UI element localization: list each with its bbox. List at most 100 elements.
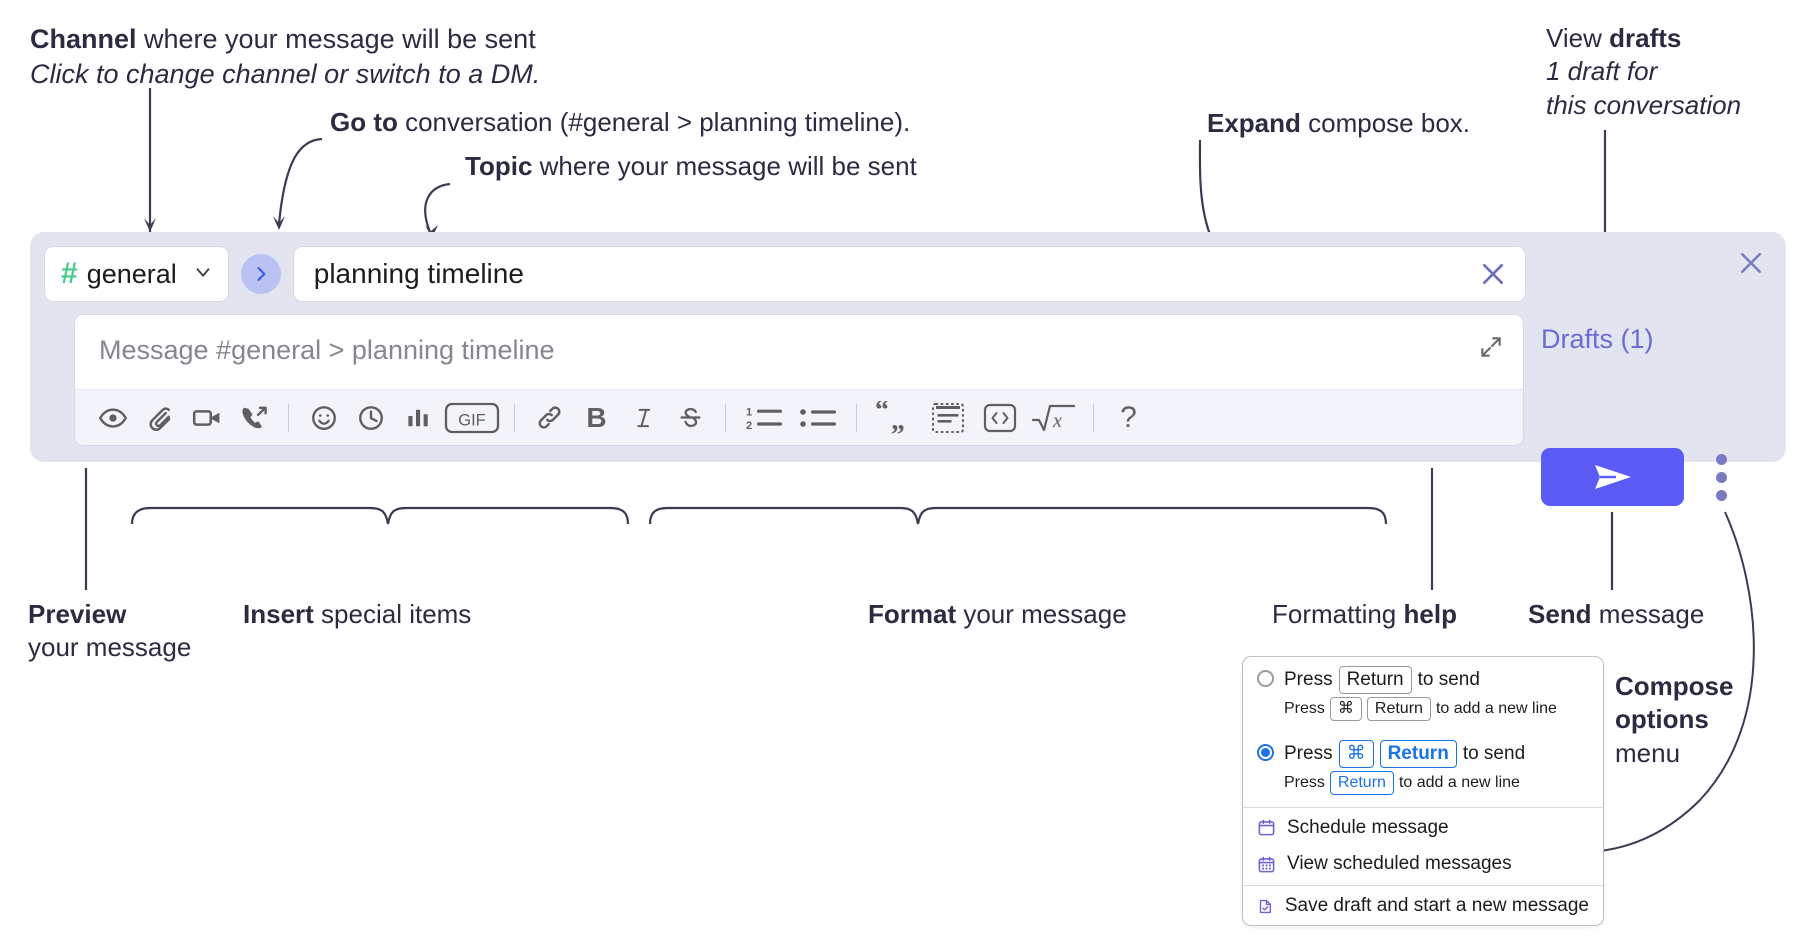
- calendar-icon: [1258, 819, 1275, 836]
- channel-select-button[interactable]: # general: [44, 246, 229, 302]
- annotation-compose-bold2: options: [1615, 704, 1709, 735]
- annotation-channel-bold: Channel: [30, 24, 137, 54]
- gif-icon: GIF: [444, 402, 500, 433]
- menu-item-schedule-message[interactable]: Schedule message: [1243, 810, 1603, 847]
- topic-clear-button[interactable]: [1471, 252, 1515, 296]
- svg-text:GIF: GIF: [458, 411, 486, 429]
- annotation-insert: Insert special items: [243, 598, 471, 631]
- menu-item-label: View scheduled messages: [1287, 853, 1512, 875]
- kebab-menu-icon: [1715, 453, 1727, 465]
- expand-icon: [1481, 337, 1501, 357]
- reminder-button[interactable]: [347, 395, 394, 441]
- link-icon: [538, 406, 561, 429]
- close-icon: [1482, 264, 1503, 284]
- brace-insert: [130, 506, 630, 525]
- clock-icon: [358, 405, 383, 430]
- annotation-channel-rest: where your message will be sent: [136, 24, 536, 54]
- strikethrough-button[interactable]: [667, 395, 714, 441]
- ordered-list-button[interactable]: 1 2: [737, 395, 791, 441]
- annotation-help-lead: Formatting: [1272, 599, 1404, 629]
- annotation-help: Formatting help: [1272, 598, 1457, 631]
- svg-text:2: 2: [746, 420, 752, 432]
- topic-value: planning timeline: [313, 258, 524, 289]
- drafts-link[interactable]: Drafts (1): [1541, 324, 1654, 354]
- compose-options-button[interactable]: [1706, 452, 1736, 502]
- key-return: Return: [1338, 666, 1412, 694]
- math-button[interactable]: x: [1026, 395, 1082, 441]
- annotation-expand: Expand compose box.: [1207, 107, 1470, 140]
- annotation-drafts: View drafts 1 draft for this conversatio…: [1546, 22, 1741, 122]
- send-option-0-sub-pre: Press: [1284, 699, 1325, 717]
- annotation-format: Format your message: [868, 598, 1127, 631]
- menu-item-save-draft[interactable]: Save draft and start a new message: [1243, 888, 1603, 925]
- annotation-topic-rest: where your message will be sent: [532, 151, 917, 181]
- annotation-preview-bold: Preview: [28, 599, 127, 629]
- document-check-icon: [1259, 899, 1272, 914]
- annotation-drafts-italic1: 1 draft for: [1546, 56, 1658, 87]
- record-audio-button[interactable]: [230, 395, 277, 441]
- record-video-button[interactable]: [183, 395, 230, 441]
- annotation-topic-bold: Topic: [465, 151, 533, 181]
- send-option-row[interactable]: Press Return to send Press ⌘ Return to a…: [1243, 657, 1603, 731]
- menu-divider: [1243, 806, 1603, 808]
- preview-button[interactable]: [89, 395, 136, 441]
- key-return: Return: [1366, 696, 1431, 721]
- toolbar-separator-4: [856, 403, 857, 432]
- goto-conversation-button[interactable]: [240, 254, 281, 294]
- chevron-down-icon: [192, 261, 214, 288]
- annotation-goto-rest: conversation (#general > planning timeli…: [397, 107, 911, 137]
- code-block-button[interactable]: [922, 395, 974, 441]
- topic-input[interactable]: planning timeline: [292, 246, 1526, 302]
- compose-header-row: # general planning timeline: [44, 246, 1526, 302]
- italic-button[interactable]: [620, 395, 667, 441]
- menu-item-view-scheduled-messages[interactable]: View scheduled messages: [1243, 846, 1603, 883]
- close-icon: [1741, 253, 1761, 273]
- svg-text:„: „: [891, 405, 905, 435]
- strikethrough-icon: [680, 407, 701, 428]
- square-root-x-icon: x: [1031, 404, 1076, 432]
- bulleted-list-button[interactable]: [791, 395, 845, 441]
- expand-compose-button[interactable]: [1473, 329, 1509, 365]
- key-command: ⌘: [1329, 696, 1362, 721]
- menu-divider: [1243, 885, 1603, 887]
- formatting-help-button[interactable]: ?: [1105, 395, 1152, 441]
- annotation-drafts-italic2: this conversation: [1546, 89, 1742, 120]
- svg-text:“: “: [875, 401, 889, 426]
- annotation-preview-rest: your message: [28, 632, 192, 663]
- annotation-channel: Channel where your message will be sent …: [30, 22, 540, 91]
- calendar-grid-icon: [1258, 856, 1275, 873]
- poll-button[interactable]: [394, 395, 441, 441]
- code-button[interactable]: [974, 395, 1026, 441]
- link-button[interactable]: [526, 395, 573, 441]
- brace-format: [648, 506, 1388, 525]
- leader-goto: [277, 137, 323, 225]
- send-option-1-sub-post: to add a new line: [1398, 773, 1520, 791]
- send-option-0-post: to send: [1417, 668, 1480, 690]
- annotation-compose-rest: menu: [1615, 737, 1681, 768]
- phone-forward-icon: [241, 406, 267, 428]
- gif-button[interactable]: GIF: [441, 395, 503, 441]
- annotation-channel-italic: Click to change channel or switch to a D…: [30, 58, 541, 89]
- message-input-box[interactable]: Message #general > planning timeline: [74, 314, 1524, 446]
- send-button[interactable]: [1541, 448, 1684, 506]
- compose-options-menu: Press Return to send Press ⌘ Return to a…: [1242, 656, 1604, 926]
- video-camera-icon: [192, 409, 219, 426]
- send-option-row[interactable]: Press ⌘ Return to send Press Return to a…: [1243, 731, 1603, 805]
- menu-item-label: Save draft and start a new message: [1284, 895, 1589, 917]
- attach-file-button[interactable]: [136, 395, 183, 441]
- hash-icon: #: [61, 257, 78, 290]
- radio-selected-icon[interactable]: [1257, 743, 1274, 761]
- send-option-1-post: to send: [1462, 742, 1526, 764]
- toolbar-separator-2: [514, 403, 515, 432]
- annotation-expand-bold: Expand: [1207, 108, 1301, 138]
- italic-icon: [636, 408, 650, 427]
- emoji-button[interactable]: [300, 395, 347, 441]
- radio-unselected-icon[interactable]: [1257, 670, 1274, 687]
- bold-button[interactable]: B: [573, 395, 620, 441]
- chevron-right-icon: [257, 267, 266, 281]
- blockquote-button[interactable]: “ „: [868, 395, 922, 441]
- panel-close-button[interactable]: [1734, 246, 1768, 280]
- annotation-compose-bold1: Compose: [1615, 671, 1734, 701]
- bulleted-list-icon: [800, 408, 836, 427]
- key-return: Return: [1329, 770, 1394, 795]
